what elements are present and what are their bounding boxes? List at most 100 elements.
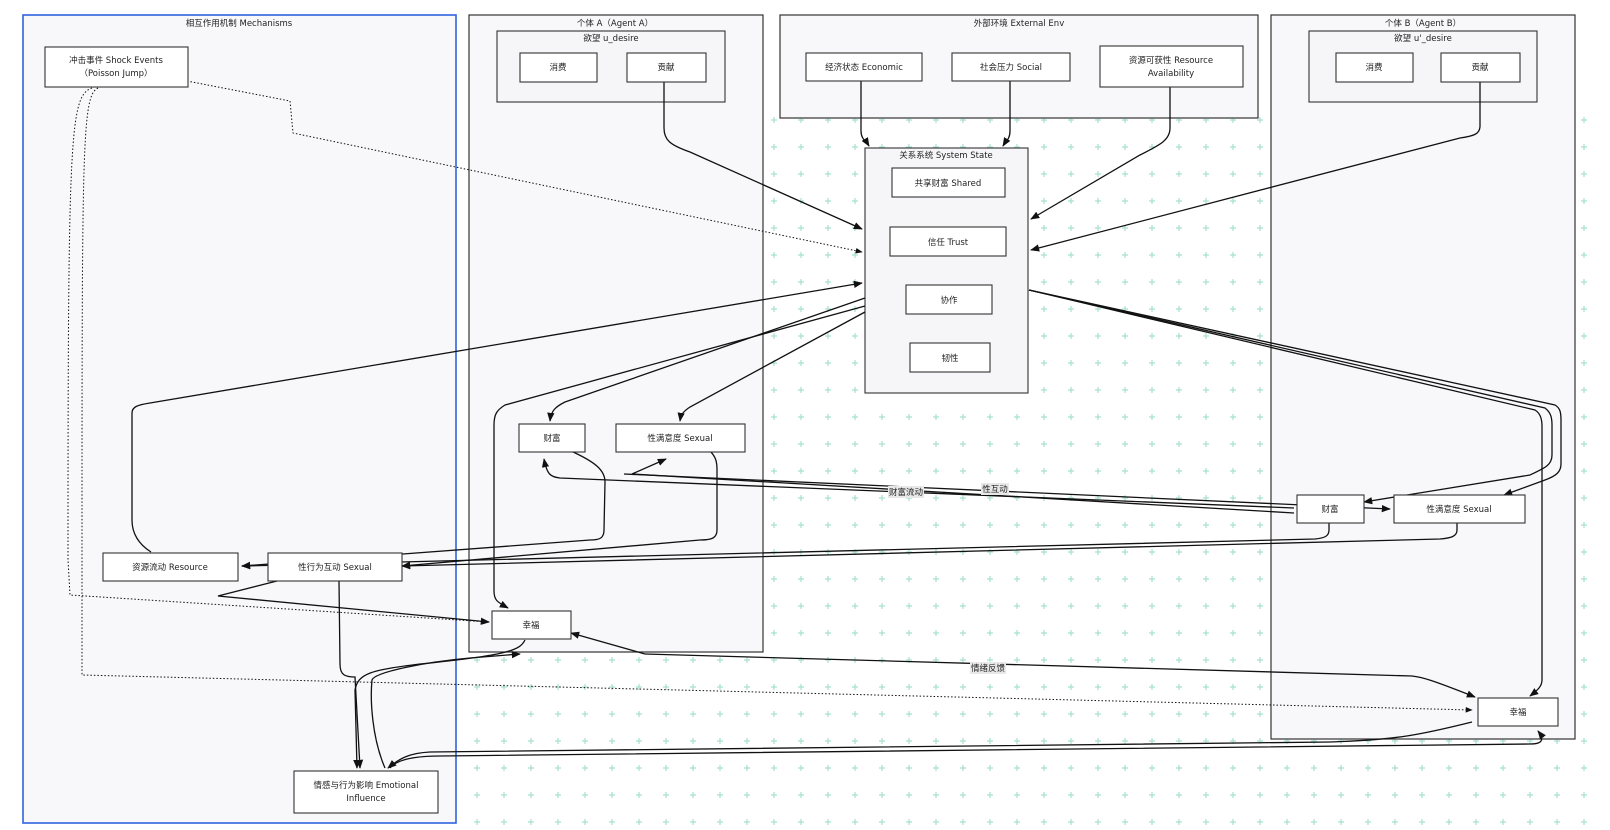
grid-plus xyxy=(1041,387,1047,393)
edge-economic-to-system[interactable] xyxy=(860,81,870,147)
node-trust[interactable]: 信任 Trust xyxy=(889,226,1007,257)
grid-plus xyxy=(1338,765,1344,771)
cluster-mechanisms-title: 相互作用机制 Mechanisms xyxy=(186,18,293,29)
grid-plus xyxy=(771,117,777,123)
grid-plus xyxy=(1446,765,1452,771)
grid-plus xyxy=(1122,792,1128,798)
grid-plus xyxy=(798,819,804,825)
edge-system-to-a-sexual[interactable] xyxy=(677,311,866,422)
edge-system-to-b-sexual[interactable] xyxy=(1028,289,1562,496)
node-sexual-interaction[interactable]: 性行为互动 Sexual xyxy=(267,552,403,582)
edge-a-happiness-to-b-happiness[interactable] xyxy=(644,653,1476,698)
edge-sexual-interaction-to-a-happiness[interactable] xyxy=(217,580,490,625)
node-a-consume[interactable]: 消费 xyxy=(519,52,598,83)
grid-plus xyxy=(528,684,534,690)
grid-plus xyxy=(1068,306,1074,312)
edge-b-sexual-to-sexual-interaction[interactable] xyxy=(401,522,1458,570)
edge-shock-to-a-happiness[interactable] xyxy=(67,87,490,625)
grid-plus xyxy=(1230,387,1236,393)
grid-plus xyxy=(1176,765,1182,771)
grid-plus xyxy=(609,657,615,663)
node-a-wealth[interactable]: 财富 xyxy=(518,423,586,453)
grid-plus xyxy=(1284,765,1290,771)
node-a-sexual[interactable]: 性满意度 Sexual xyxy=(615,423,746,453)
grid-plus xyxy=(852,765,858,771)
node-cooperation[interactable]: 协作 xyxy=(905,284,993,315)
edge-wealth-flow-to-a-wealth[interactable] xyxy=(541,458,1295,509)
node-a-contribute[interactable]: 贡献 xyxy=(626,52,707,83)
node-resource-flow[interactable]: 资源流动 Resource xyxy=(102,552,239,582)
grid-plus xyxy=(1230,657,1236,663)
grid-plus xyxy=(1230,792,1236,798)
grid-plus xyxy=(555,819,561,825)
grid-plus xyxy=(1230,441,1236,447)
edge-shock-to-b-happiness[interactable] xyxy=(81,87,1473,713)
edge-emotional-to-a-happiness[interactable] xyxy=(370,651,521,769)
grid-plus xyxy=(582,711,588,717)
grid-plus xyxy=(555,792,561,798)
grid-plus xyxy=(1068,333,1074,339)
grid-plus xyxy=(609,792,615,798)
edge-b-happiness-to-emotional[interactable] xyxy=(387,721,1473,769)
grid-plus xyxy=(906,549,912,555)
edge-resource-flow-to-system[interactable] xyxy=(131,280,863,553)
cluster-mechanisms[interactable]: 相互作用机制 Mechanisms xyxy=(22,14,457,824)
grid-plus xyxy=(1149,387,1155,393)
grid-plus xyxy=(933,738,939,744)
edge-resource-avail-to-system[interactable] xyxy=(1030,87,1171,220)
node-a-happiness[interactable]: 幸福 xyxy=(491,610,572,640)
edge-a-sexual-to-sexual-interaction[interactable] xyxy=(401,450,718,569)
grid-plus xyxy=(798,765,804,771)
edge-b-contribute-to-system[interactable] xyxy=(1030,82,1481,252)
grid-plus xyxy=(1257,306,1263,312)
edge-social-to-system[interactable] xyxy=(1002,81,1011,147)
grid-plus xyxy=(1581,387,1587,393)
node-resilience[interactable]: 韧性 xyxy=(909,342,991,373)
node-resource-availability[interactable]: 资源可获性 Resource Availability xyxy=(1099,45,1244,88)
node-b-wealth[interactable]: 财富 xyxy=(1296,494,1365,524)
cluster-external-env-title: 外部环境 External Env xyxy=(974,18,1064,29)
grid-plus xyxy=(1176,657,1182,663)
edge-system-to-b-happiness[interactable] xyxy=(1028,289,1543,697)
grid-plus xyxy=(852,198,858,204)
node-sexual-interaction-label: 性行为互动 Sexual xyxy=(298,562,372,573)
edge-emotion-feedback[interactable] xyxy=(570,631,646,655)
node-social[interactable]: 社会压力 Social xyxy=(951,52,1071,82)
edge-a-contribute-to-system[interactable] xyxy=(663,82,863,230)
node-economic[interactable]: 经济状态 Economic xyxy=(805,52,923,82)
edge-a-wealth-to-resource-flow[interactable] xyxy=(241,450,606,570)
node-b-contribute[interactable]: 贡献 xyxy=(1440,52,1521,83)
edge-b-wealth-to-resource-flow[interactable] xyxy=(241,522,1330,570)
node-b-sexual[interactable]: 性满意度 Sexual xyxy=(1393,494,1526,524)
grid-plus xyxy=(933,792,939,798)
grid-plus xyxy=(1122,522,1128,528)
grid-plus xyxy=(1176,522,1182,528)
edge-system-to-a-happiness[interactable] xyxy=(493,305,866,609)
cluster-agent-b[interactable]: 个体 B（Agent B） xyxy=(1270,14,1576,740)
node-shared-wealth[interactable]: 共享财富 Shared xyxy=(891,167,1006,198)
node-b-happiness[interactable]: 幸福 xyxy=(1477,697,1559,727)
grid-plus xyxy=(555,711,561,717)
grid-plus xyxy=(879,468,885,474)
grid-plus xyxy=(1176,684,1182,690)
edge-emotional-to-b-happiness[interactable] xyxy=(389,730,1546,769)
node-a-happiness-label: 幸福 xyxy=(522,620,539,631)
grid-plus xyxy=(1257,225,1263,231)
grid-plus xyxy=(1149,738,1155,744)
grid-plus xyxy=(1041,576,1047,582)
node-emotional-influence[interactable]: 情感与行为影响 Emotional Influence xyxy=(293,770,439,814)
node-b-sexual-label: 性满意度 Sexual xyxy=(1426,504,1491,515)
edge-system-to-a-wealth[interactable] xyxy=(547,297,866,422)
grid-plus xyxy=(609,684,615,690)
grid-plus xyxy=(771,576,777,582)
grid-plus xyxy=(771,468,777,474)
edge-shock-to-system[interactable] xyxy=(186,80,863,254)
grid-plus xyxy=(1230,603,1236,609)
node-social-label: 社会压力 Social xyxy=(980,62,1042,73)
grid-plus xyxy=(1122,603,1128,609)
grid-plus xyxy=(1203,333,1209,339)
node-b-consume[interactable]: 消费 xyxy=(1335,52,1414,83)
node-shock-events[interactable]: 冲击事件 Shock Events （Poisson Jump） xyxy=(44,46,189,88)
edge-system-to-b-wealth[interactable] xyxy=(1028,289,1553,505)
edge-sexual-interaction-to-emotional[interactable] xyxy=(338,580,364,769)
